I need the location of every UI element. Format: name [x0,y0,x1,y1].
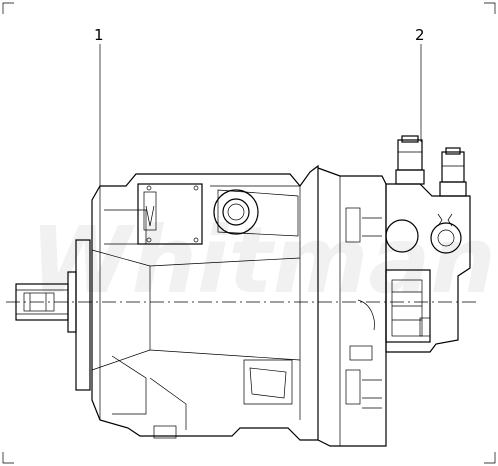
callout-2: 2 [415,26,425,44]
watermark-text: Whitman [30,207,496,314]
control-valve-block [385,135,471,353]
end-cover [317,167,387,447]
callout-1: 1 [94,26,104,44]
pump-housing [91,164,319,441]
